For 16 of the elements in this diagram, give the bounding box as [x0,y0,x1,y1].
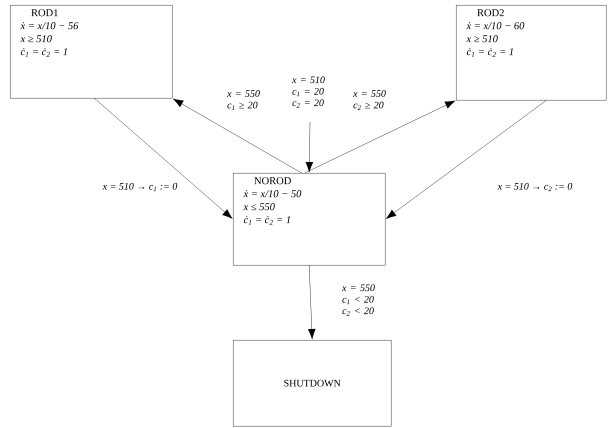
arrow [304,100,456,174]
edge-label: x = 510 → c$_{2}$ := 0 [498,182,572,192]
edge-label: x = 550 c$_{1}$ ≥ 20 [226,90,260,110]
arrow [172,98,302,174]
edge-label: x = 510 c$_{1}$ = 20 c$_{2}$ = 20 [292,76,325,108]
edge-label: x = 510 → c$_{1}$ := 0 [102,182,178,192]
state-box: SHUTDOWN [233,340,392,426]
edge-label: x = 550 c$_{2}$ ≥ 20 [352,90,386,110]
arrow [94,98,233,219]
arrow [306,122,314,172]
arrow [386,100,546,219]
state-box: ROD2 ẋ = x/10 − 60 x ≥ 510 ċ$_{1}$ = ċ$_{2}$ = 1 [456,5,606,100]
state-box: NOROD ẋ = x/10 − 50 x ≤ 550 ċ$_{1}$ = ċ$_{2}$ = 1 [233,173,386,266]
state-box: ROD1 ẋ = x/10 − 56 x ≥ 510 ċ$_{1}$ = ċ$_{2}$ = 1 [10,5,172,98]
arrow [308,265,316,340]
edge-label: x = 550 c$_{1}$ < 20 c$_{2}$ < 20 [342,284,375,316]
